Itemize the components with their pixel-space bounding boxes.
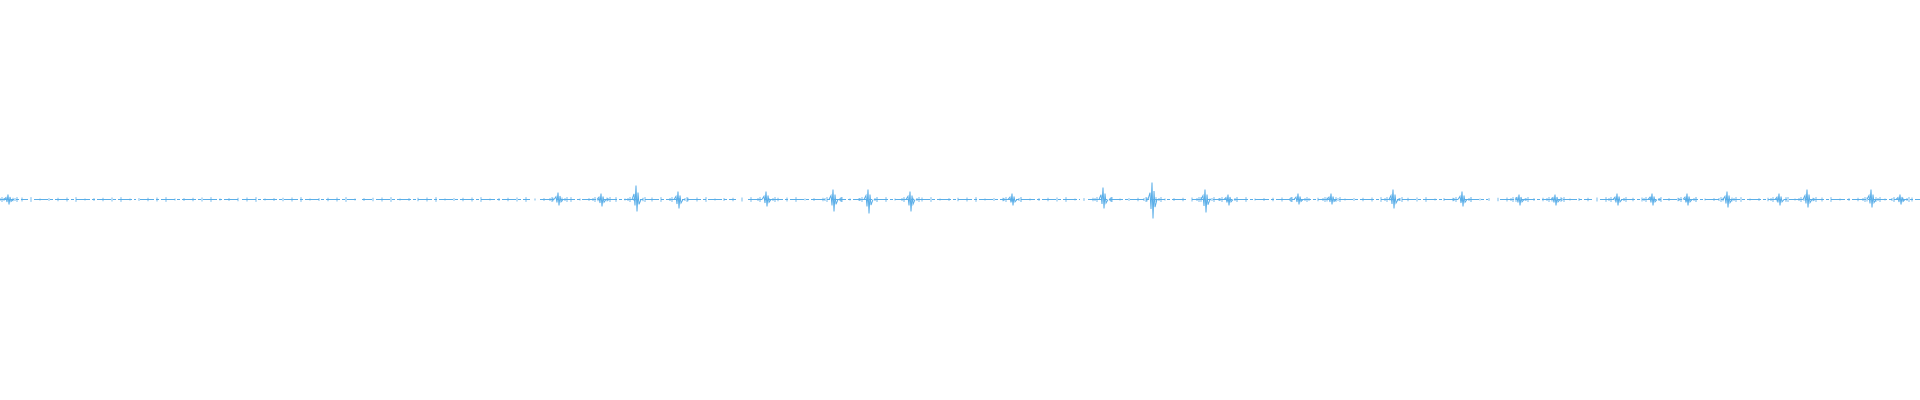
waveform-peak xyxy=(905,191,916,212)
waveform-peak xyxy=(596,193,607,207)
waveform-peak xyxy=(1612,193,1623,206)
waveform-peak xyxy=(553,192,564,206)
waveform-peak xyxy=(828,189,839,212)
waveform-peak xyxy=(1098,187,1109,209)
waveform-peak xyxy=(631,185,642,212)
waveform-peak xyxy=(1457,191,1468,207)
waveform-peak xyxy=(1722,191,1733,208)
waveform-peak xyxy=(1774,193,1785,206)
waveform-peak xyxy=(1647,193,1658,206)
waveform-peak xyxy=(1147,182,1158,219)
waveform-peak xyxy=(1200,189,1211,213)
waveform-peak xyxy=(1293,193,1304,205)
waveform-peak xyxy=(1802,189,1813,208)
waveform-peak xyxy=(1550,194,1561,206)
waveform-peak xyxy=(1682,193,1693,206)
waveform-peak xyxy=(1007,193,1018,206)
waveform-peaks xyxy=(0,182,1910,219)
waveform-peak xyxy=(1866,189,1877,208)
waveform-peak xyxy=(3,194,14,205)
waveform-peak xyxy=(863,189,874,214)
waveform-baseline xyxy=(0,197,1920,202)
waveform-peak xyxy=(761,191,772,207)
waveform-peak xyxy=(1895,194,1906,205)
waveform-peak xyxy=(1388,189,1399,209)
waveform-peak xyxy=(1514,194,1525,206)
waveform-peak xyxy=(1223,194,1234,206)
waveform-peak xyxy=(1326,193,1337,205)
waveform-peak xyxy=(673,191,684,209)
